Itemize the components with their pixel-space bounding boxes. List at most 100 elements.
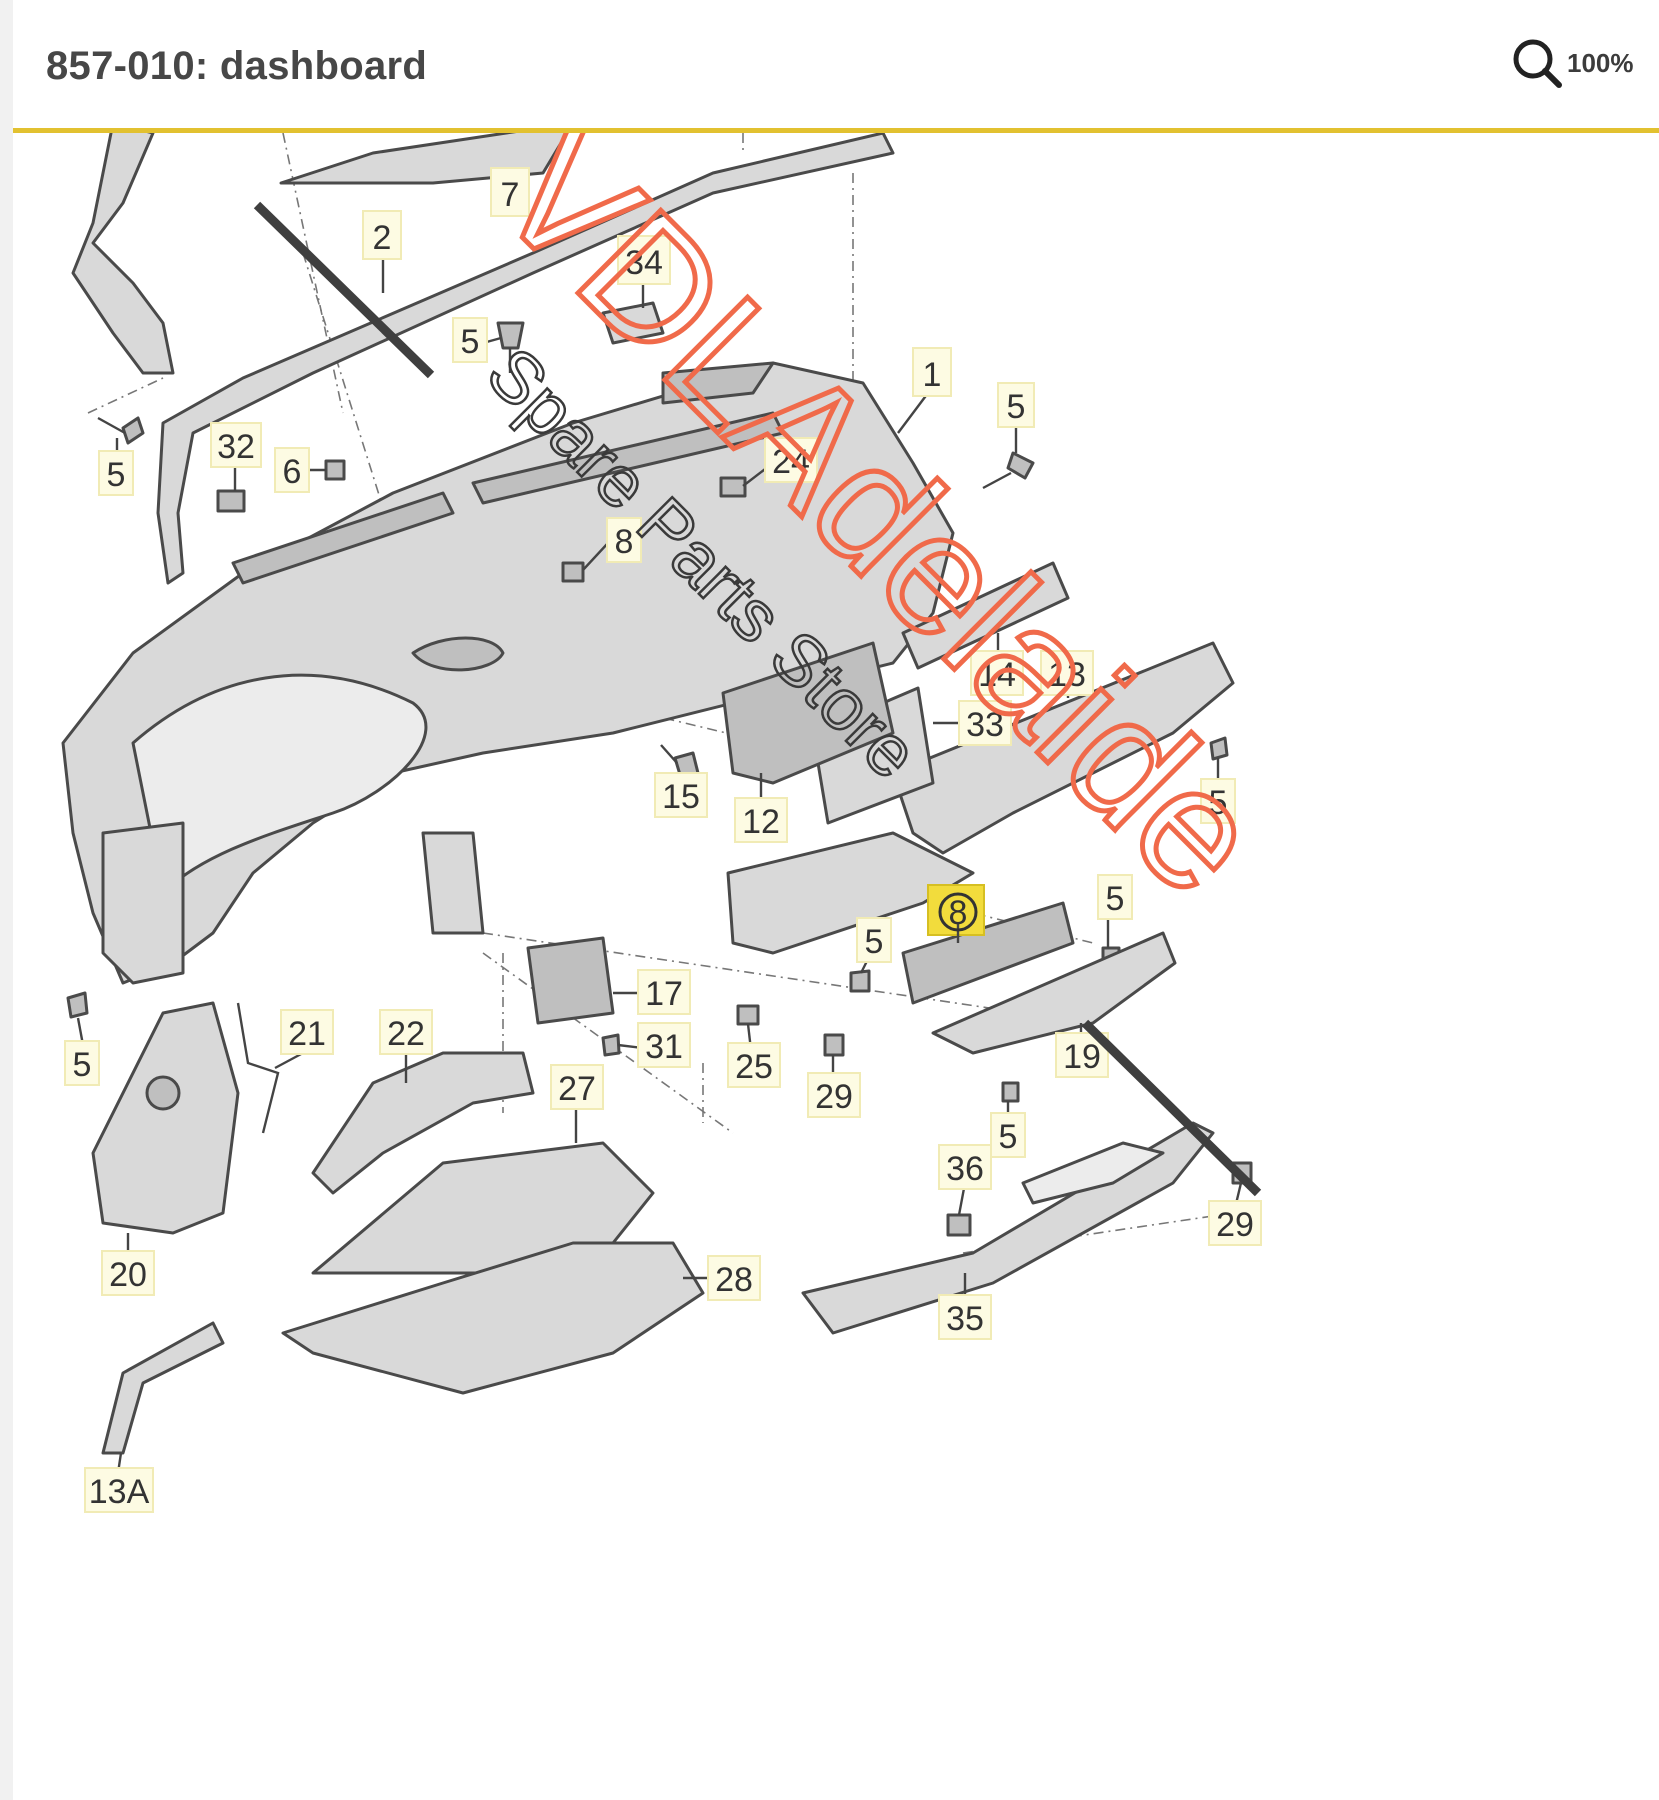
callouts: 1 2 7 34 5 5 5 32 6 24 8 14 13 33 5 15 1…	[64, 167, 1262, 1513]
svg-text:28: 28	[715, 1261, 753, 1299]
part-13-trim-panel	[891, 641, 1235, 855]
svg-text:6: 6	[283, 453, 302, 491]
callout-27[interactable]: 27	[550, 1064, 604, 1110]
part-side-trim-left	[71, 133, 175, 375]
part-24-clip	[719, 476, 747, 498]
parts-diagram: .part { fill:#d9d9d9; stroke:#4a4a4a; st…	[61, 133, 1300, 1513]
callout-6[interactable]: 6	[274, 447, 310, 493]
callout-20[interactable]: 20	[101, 1250, 155, 1296]
callout-13[interactable]: 13	[1040, 650, 1094, 696]
svg-text:5: 5	[1106, 880, 1125, 918]
page: 857-010: dashboard 100% .part { fill:#d9…	[13, 0, 1659, 1800]
header-bar: 857-010: dashboard 100%	[13, 0, 1659, 133]
callout-12[interactable]: 12	[734, 797, 788, 843]
svg-text:5: 5	[1007, 388, 1026, 426]
zoom-level: 100%	[1567, 47, 1634, 78]
zoom-control[interactable]: 100%	[1509, 33, 1649, 93]
part-14-decor-strip	[901, 561, 1070, 670]
svg-text:5: 5	[461, 323, 480, 361]
svg-text:20: 20	[109, 1256, 147, 1294]
callout-13a[interactable]: 13A	[84, 1467, 154, 1513]
callout-29a[interactable]: 29	[807, 1072, 861, 1118]
callout-5e[interactable]: 5	[1097, 874, 1133, 920]
callout-1[interactable]: 1	[912, 347, 952, 397]
svg-text:32: 32	[217, 428, 255, 466]
callout-8a[interactable]: 8	[606, 517, 642, 563]
callout-25[interactable]: 25	[727, 1042, 781, 1088]
part-36-clip	[946, 1213, 972, 1237]
svg-text:29: 29	[815, 1078, 853, 1116]
svg-text:12: 12	[742, 803, 780, 841]
callout-29b[interactable]: 29	[1208, 1200, 1262, 1246]
svg-text:25: 25	[735, 1048, 773, 1086]
svg-text:13A: 13A	[89, 1473, 150, 1511]
callout-35[interactable]: 35	[938, 1294, 992, 1340]
svg-text:5: 5	[865, 923, 884, 961]
callout-32[interactable]: 32	[210, 422, 262, 468]
page-title: 857-010: dashboard	[46, 44, 428, 88]
svg-text:19: 19	[1063, 1038, 1101, 1076]
callout-22[interactable]: 22	[379, 1009, 433, 1055]
svg-text:13: 13	[1048, 656, 1086, 694]
svg-text:34: 34	[625, 244, 663, 282]
part-8-clip	[561, 561, 585, 583]
magnifier-icon	[1513, 39, 1562, 88]
callout-33[interactable]: 33	[958, 700, 1012, 746]
callout-8b[interactable]: 8	[931, 890, 981, 934]
part-34-clip	[601, 301, 665, 345]
callout-14[interactable]: 14	[970, 650, 1024, 696]
part-28-lower-cover	[281, 1241, 705, 1395]
callout-34[interactable]: 34	[617, 235, 671, 285]
svg-text:2: 2	[373, 219, 392, 257]
callout-5a[interactable]: 5	[452, 317, 488, 363]
svg-text:35: 35	[946, 1300, 984, 1338]
svg-text:8: 8	[615, 523, 634, 561]
svg-text:36: 36	[946, 1150, 984, 1188]
callout-28[interactable]: 28	[707, 1255, 761, 1301]
part-center-frame	[726, 831, 975, 955]
svg-text:27: 27	[558, 1070, 596, 1108]
part-22-shroud	[311, 1051, 535, 1195]
part-13a-trim	[101, 1321, 225, 1455]
part-19-trim	[931, 931, 1177, 1055]
svg-text:24: 24	[772, 443, 810, 481]
callout-2[interactable]: 2	[362, 210, 402, 260]
part-2-defroster-strip	[156, 133, 895, 585]
part-18-switch-panel	[901, 901, 1075, 1005]
callout-21[interactable]: 21	[280, 1009, 334, 1055]
part-12-unit	[721, 641, 895, 785]
callout-5f[interactable]: 5	[856, 917, 892, 963]
svg-text:17: 17	[645, 975, 683, 1013]
svg-text:5: 5	[107, 456, 126, 494]
callout-5c[interactable]: 5	[997, 382, 1035, 428]
svg-text:22: 22	[387, 1015, 425, 1053]
svg-text:31: 31	[645, 1028, 683, 1066]
callout-5d[interactable]: 5	[1200, 778, 1236, 824]
callout-17[interactable]: 17	[637, 969, 691, 1015]
svg-text:14: 14	[978, 656, 1016, 694]
callout-15[interactable]: 15	[654, 772, 708, 818]
part-32-clip	[216, 489, 246, 513]
callout-7[interactable]: 7	[490, 167, 530, 217]
svg-text:29: 29	[1216, 1206, 1254, 1244]
svg-text:5: 5	[73, 1046, 92, 1084]
svg-text:21: 21	[288, 1015, 326, 1053]
part-20-airbag-cover	[91, 1001, 240, 1235]
callout-5b[interactable]: 5	[98, 450, 134, 496]
part-6-clip	[324, 459, 346, 481]
watermark-bar-top	[253, 201, 435, 379]
svg-text:5: 5	[1209, 784, 1228, 822]
svg-text:5: 5	[999, 1118, 1018, 1156]
watermark-bar-bottom	[1081, 1019, 1262, 1197]
part-17-module	[526, 936, 615, 1025]
svg-text:15: 15	[662, 778, 700, 816]
part-25-clip	[736, 1004, 760, 1026]
part-1-support	[101, 821, 185, 985]
callout-5h[interactable]: 5	[64, 1040, 100, 1086]
callout-31[interactable]: 31	[637, 1022, 691, 1068]
svg-text:8: 8	[949, 894, 968, 932]
callout-5g[interactable]: 5	[990, 1112, 1026, 1158]
svg-text:33: 33	[966, 706, 1004, 744]
callout-24[interactable]: 24	[764, 437, 818, 483]
callout-36[interactable]: 36	[938, 1144, 992, 1190]
